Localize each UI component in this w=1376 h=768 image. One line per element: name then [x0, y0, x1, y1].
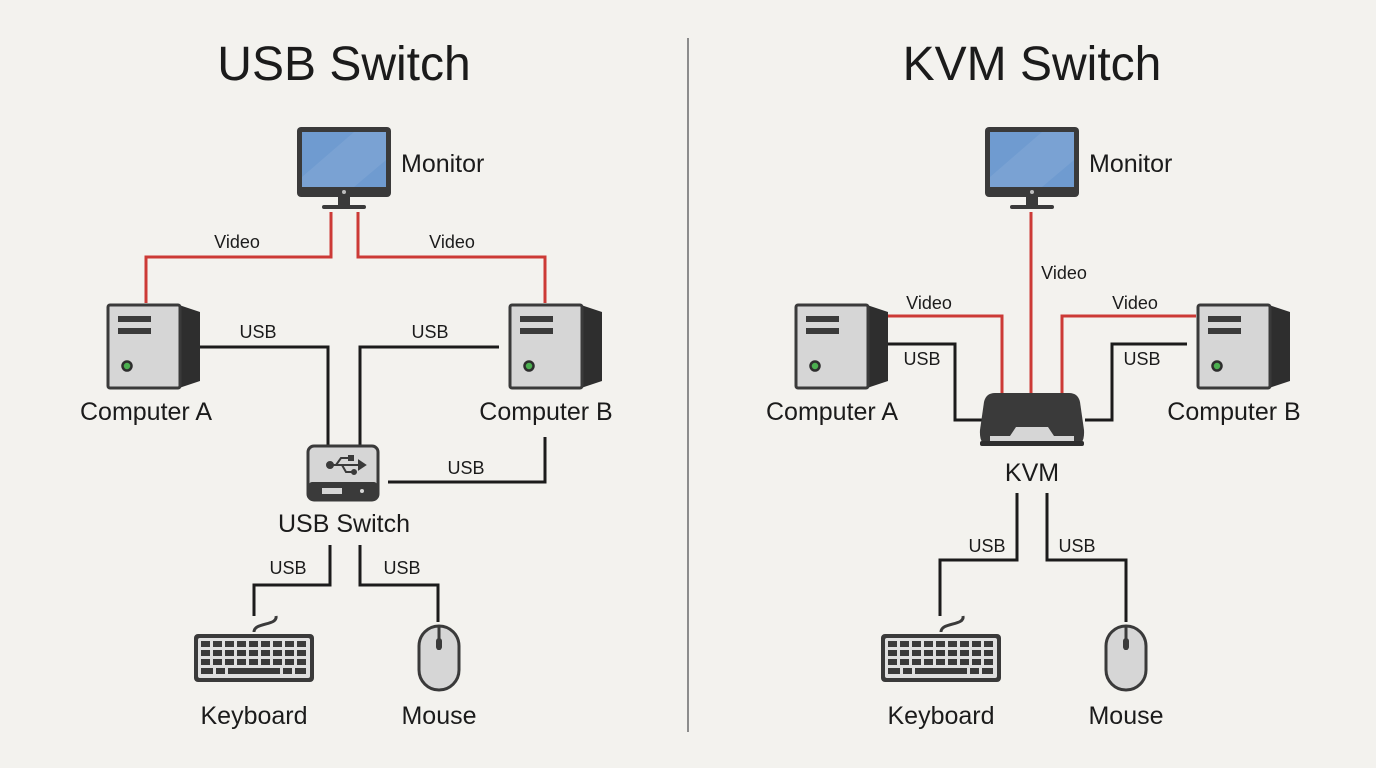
usb-switch-diagram: USB Switch Video Video USB USB USB USB U… [80, 38, 613, 730]
computer-b-label: Computer B [479, 398, 612, 426]
computer-tower-icon [508, 303, 604, 390]
usb-wire-computer-a [190, 345, 330, 448]
usb-wire-computer-b-side [388, 437, 547, 484]
usb-symbol-icon [326, 455, 367, 475]
usb-wire-keyboard [938, 493, 1019, 616]
monitor-label: Monitor [1089, 150, 1172, 178]
wire-label-usb-a: USB [903, 349, 940, 369]
mouse-icon [417, 624, 461, 692]
kvm-switch-title: KVM Switch [903, 38, 1162, 91]
wire-label-usb-b-top: USB [411, 322, 448, 342]
wire-label-video-a: Video [906, 293, 952, 313]
usb-wire-mouse [358, 545, 440, 622]
keyboard-label: Keyboard [200, 702, 307, 730]
wire-label-video-monitor: Video [1041, 263, 1087, 283]
kvm-switch-diagram: KVM Switch Video Video Video USB USB USB… [766, 38, 1301, 730]
computer-a-label: Computer A [766, 398, 898, 426]
kvm-switch-icon [979, 393, 1085, 446]
monitor-label: Monitor [401, 150, 484, 178]
computer-tower-icon [106, 303, 202, 390]
wire-label-video-b: Video [429, 232, 475, 252]
wire-label-usb-b-side: USB [447, 458, 484, 478]
wire-label-usb-keyboard: USB [269, 558, 306, 578]
mouse-icon [1104, 624, 1148, 692]
mouse-label: Mouse [401, 702, 476, 730]
video-wire-computer-a [878, 314, 1004, 395]
usb-wire-mouse [1045, 493, 1128, 622]
monitor-icon [985, 127, 1079, 209]
computer-b-label: Computer B [1167, 398, 1300, 426]
computer-tower-icon [1196, 303, 1292, 390]
usb-switch-label: USB Switch [278, 510, 410, 538]
computer-a-label: Computer A [80, 398, 212, 426]
video-wire-computer-b [1060, 314, 1196, 395]
wire-label-usb-keyboard: USB [968, 536, 1005, 556]
usb-wire-computer-a [878, 342, 982, 422]
usb-wire-computer-b [1085, 342, 1187, 422]
usb-switch-title: USB Switch [217, 38, 470, 91]
mouse-label: Mouse [1088, 702, 1163, 730]
keyboard-label: Keyboard [887, 702, 994, 730]
wire-label-usb-b: USB [1123, 349, 1160, 369]
keyboard-icon [879, 614, 1003, 684]
keyboard-icon [192, 614, 316, 684]
usb-switch-icon [306, 444, 380, 502]
usb-wire-keyboard [252, 545, 332, 616]
usb-wire-computer-b-top [358, 345, 499, 448]
video-wire-computer-b [356, 212, 547, 303]
computer-tower-icon [794, 303, 890, 390]
monitor-icon [297, 127, 391, 209]
wire-label-usb-a: USB [239, 322, 276, 342]
wire-label-usb-mouse: USB [1058, 536, 1095, 556]
kvm-label: KVM [1005, 459, 1059, 487]
wire-label-video-b: Video [1112, 293, 1158, 313]
video-wire-computer-a [144, 212, 333, 303]
wire-label-usb-mouse: USB [383, 558, 420, 578]
wire-label-video-a: Video [214, 232, 260, 252]
